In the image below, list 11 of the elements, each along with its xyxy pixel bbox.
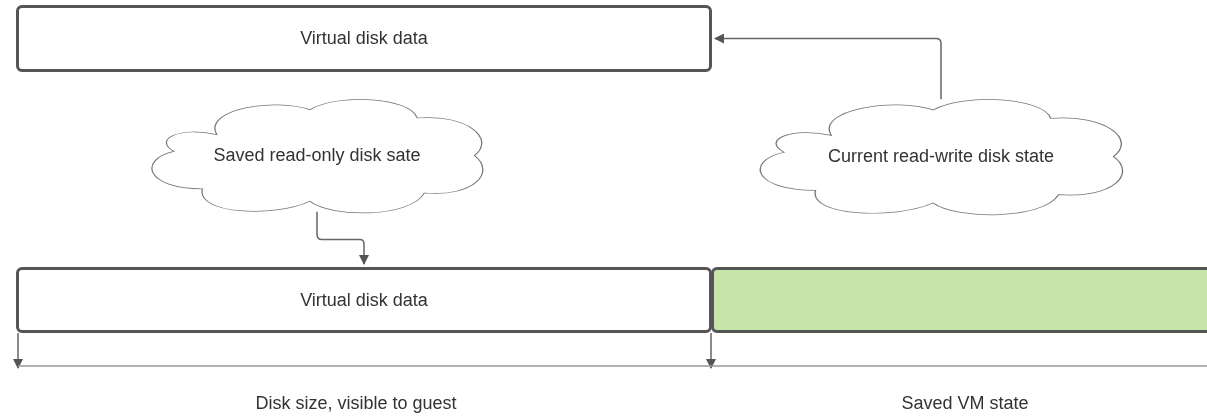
process-box <box>16 267 712 333</box>
node-label: Virtual disk data <box>300 288 428 312</box>
node-label: Virtual disk data <box>300 27 428 50</box>
process-box <box>16 5 712 72</box>
arrow <box>316 211 369 265</box>
node-label: Saved read-only disk sate <box>213 144 421 167</box>
dimension-label: Disk size, visible to guest <box>255 392 457 415</box>
filled-box <box>711 267 1207 333</box>
dimension-label: Saved VM state <box>901 392 1029 415</box>
arrow <box>714 33 942 101</box>
node-label: Current read-write disk state <box>827 145 1055 168</box>
